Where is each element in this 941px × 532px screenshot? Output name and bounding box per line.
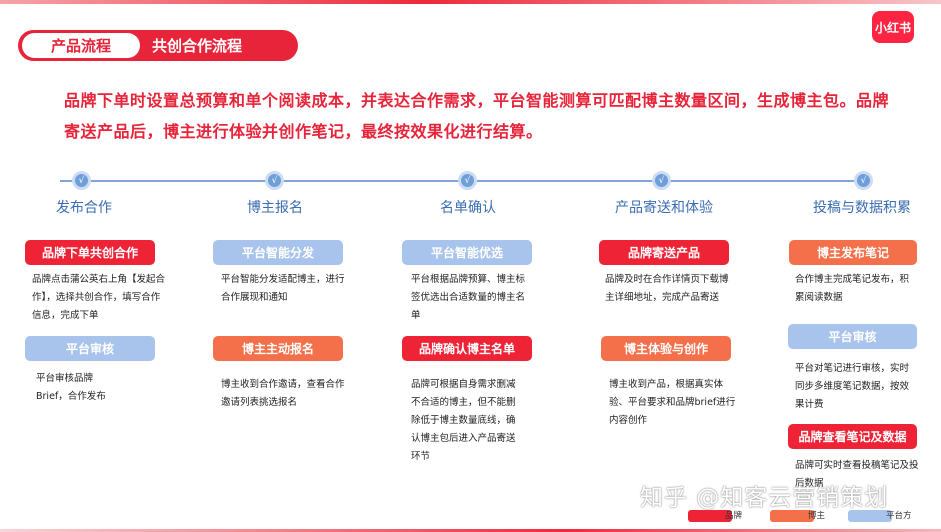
- section-label: 产品流程: [22, 33, 140, 58]
- check-icon: √: [854, 171, 873, 190]
- step-description: 品牌点击蒲公英右上角【发起合作】，选择共创合作，填写合作信息，完成下单: [32, 274, 166, 321]
- step-description: 平台对笔记进行审核，实时同步多维度笔记数据，按效果计费: [795, 363, 910, 410]
- stage-title: 名单确认: [440, 200, 496, 216]
- legend-label: 博主: [808, 511, 826, 521]
- intro-paragraph: 品牌下单时设置总预算和单个阅读成本，并表达合作需求，平台智能测算可匹配博主数量区…: [64, 91, 890, 141]
- page-title: 共创合作流程: [152, 37, 243, 55]
- step-description: 品牌可实时查看投稿笔记及投后数据: [795, 460, 919, 489]
- step-tag-brand: 品牌寄送产品: [599, 240, 729, 265]
- check-icon: √: [265, 171, 284, 190]
- step-tag-platform: 平台智能优选: [402, 240, 532, 265]
- check-icon: √: [72, 171, 91, 190]
- watermark: 知乎 @知客云营销策划: [640, 485, 889, 511]
- legend-swatch-brand: [688, 510, 732, 522]
- xiaohongshu-logo: 小红书: [872, 11, 914, 43]
- legend-swatch-platform: [848, 510, 892, 522]
- step-tag-brand: 品牌查看笔记及数据: [788, 424, 917, 449]
- section-header: 产品流程 共创合作流程: [18, 30, 298, 61]
- bottom-accent-bar: [0, 529, 941, 532]
- check-icon: √: [458, 171, 477, 190]
- stage-title: 发布合作: [56, 200, 112, 216]
- step-tag-blogger: 博主发布笔记: [789, 240, 917, 265]
- stage-title: 投稿与数据积累: [813, 200, 911, 216]
- step-tag-blogger: 博主主动报名: [213, 336, 343, 361]
- step-tag-blogger: 博主体验与创作: [601, 336, 731, 361]
- step-description: 平台根据品牌预算、博主标签优选出合适数量的博主名单: [411, 274, 526, 321]
- step-description: 品牌可根据自身需求删减不合适的博主，但不能删除低于博主数量底线，确认博主包后进入…: [411, 379, 516, 462]
- stage-title: 产品寄送和体验: [615, 200, 713, 216]
- step-description: 合作博主完成笔记发布，积累阅读数据: [795, 274, 910, 303]
- step-tag-platform: 平台智能分发: [213, 240, 343, 265]
- step-tag-platform: 平台审核: [788, 324, 917, 349]
- top-accent-bar: [0, 0, 941, 4]
- legend-label: 品牌: [725, 511, 743, 521]
- step-description: 平台智能分发适配博主，进行合作展现和通知: [221, 274, 345, 303]
- legend-swatch-blogger: [770, 510, 814, 522]
- step-description: 平台审核品牌Brief，合作发布: [36, 373, 106, 402]
- step-description: 博主收到合作邀请，查看合作邀请列表挑选报名: [221, 379, 345, 408]
- legend-label: 平台方: [886, 511, 912, 521]
- step-tag-brand: 品牌确认博主名单: [402, 336, 532, 361]
- step-tag-brand: 品牌下单共创合作: [25, 240, 155, 265]
- step-description: 品牌及时在合作详情页下载博主详细地址，完成产品寄送: [605, 274, 729, 303]
- stage-title: 博主报名: [247, 200, 303, 216]
- step-tag-platform: 平台审核: [25, 336, 155, 361]
- check-icon: √: [652, 171, 671, 190]
- step-description: 博主收到产品，根据真实体验、平台要求和品牌brief进行内容创作: [609, 379, 736, 426]
